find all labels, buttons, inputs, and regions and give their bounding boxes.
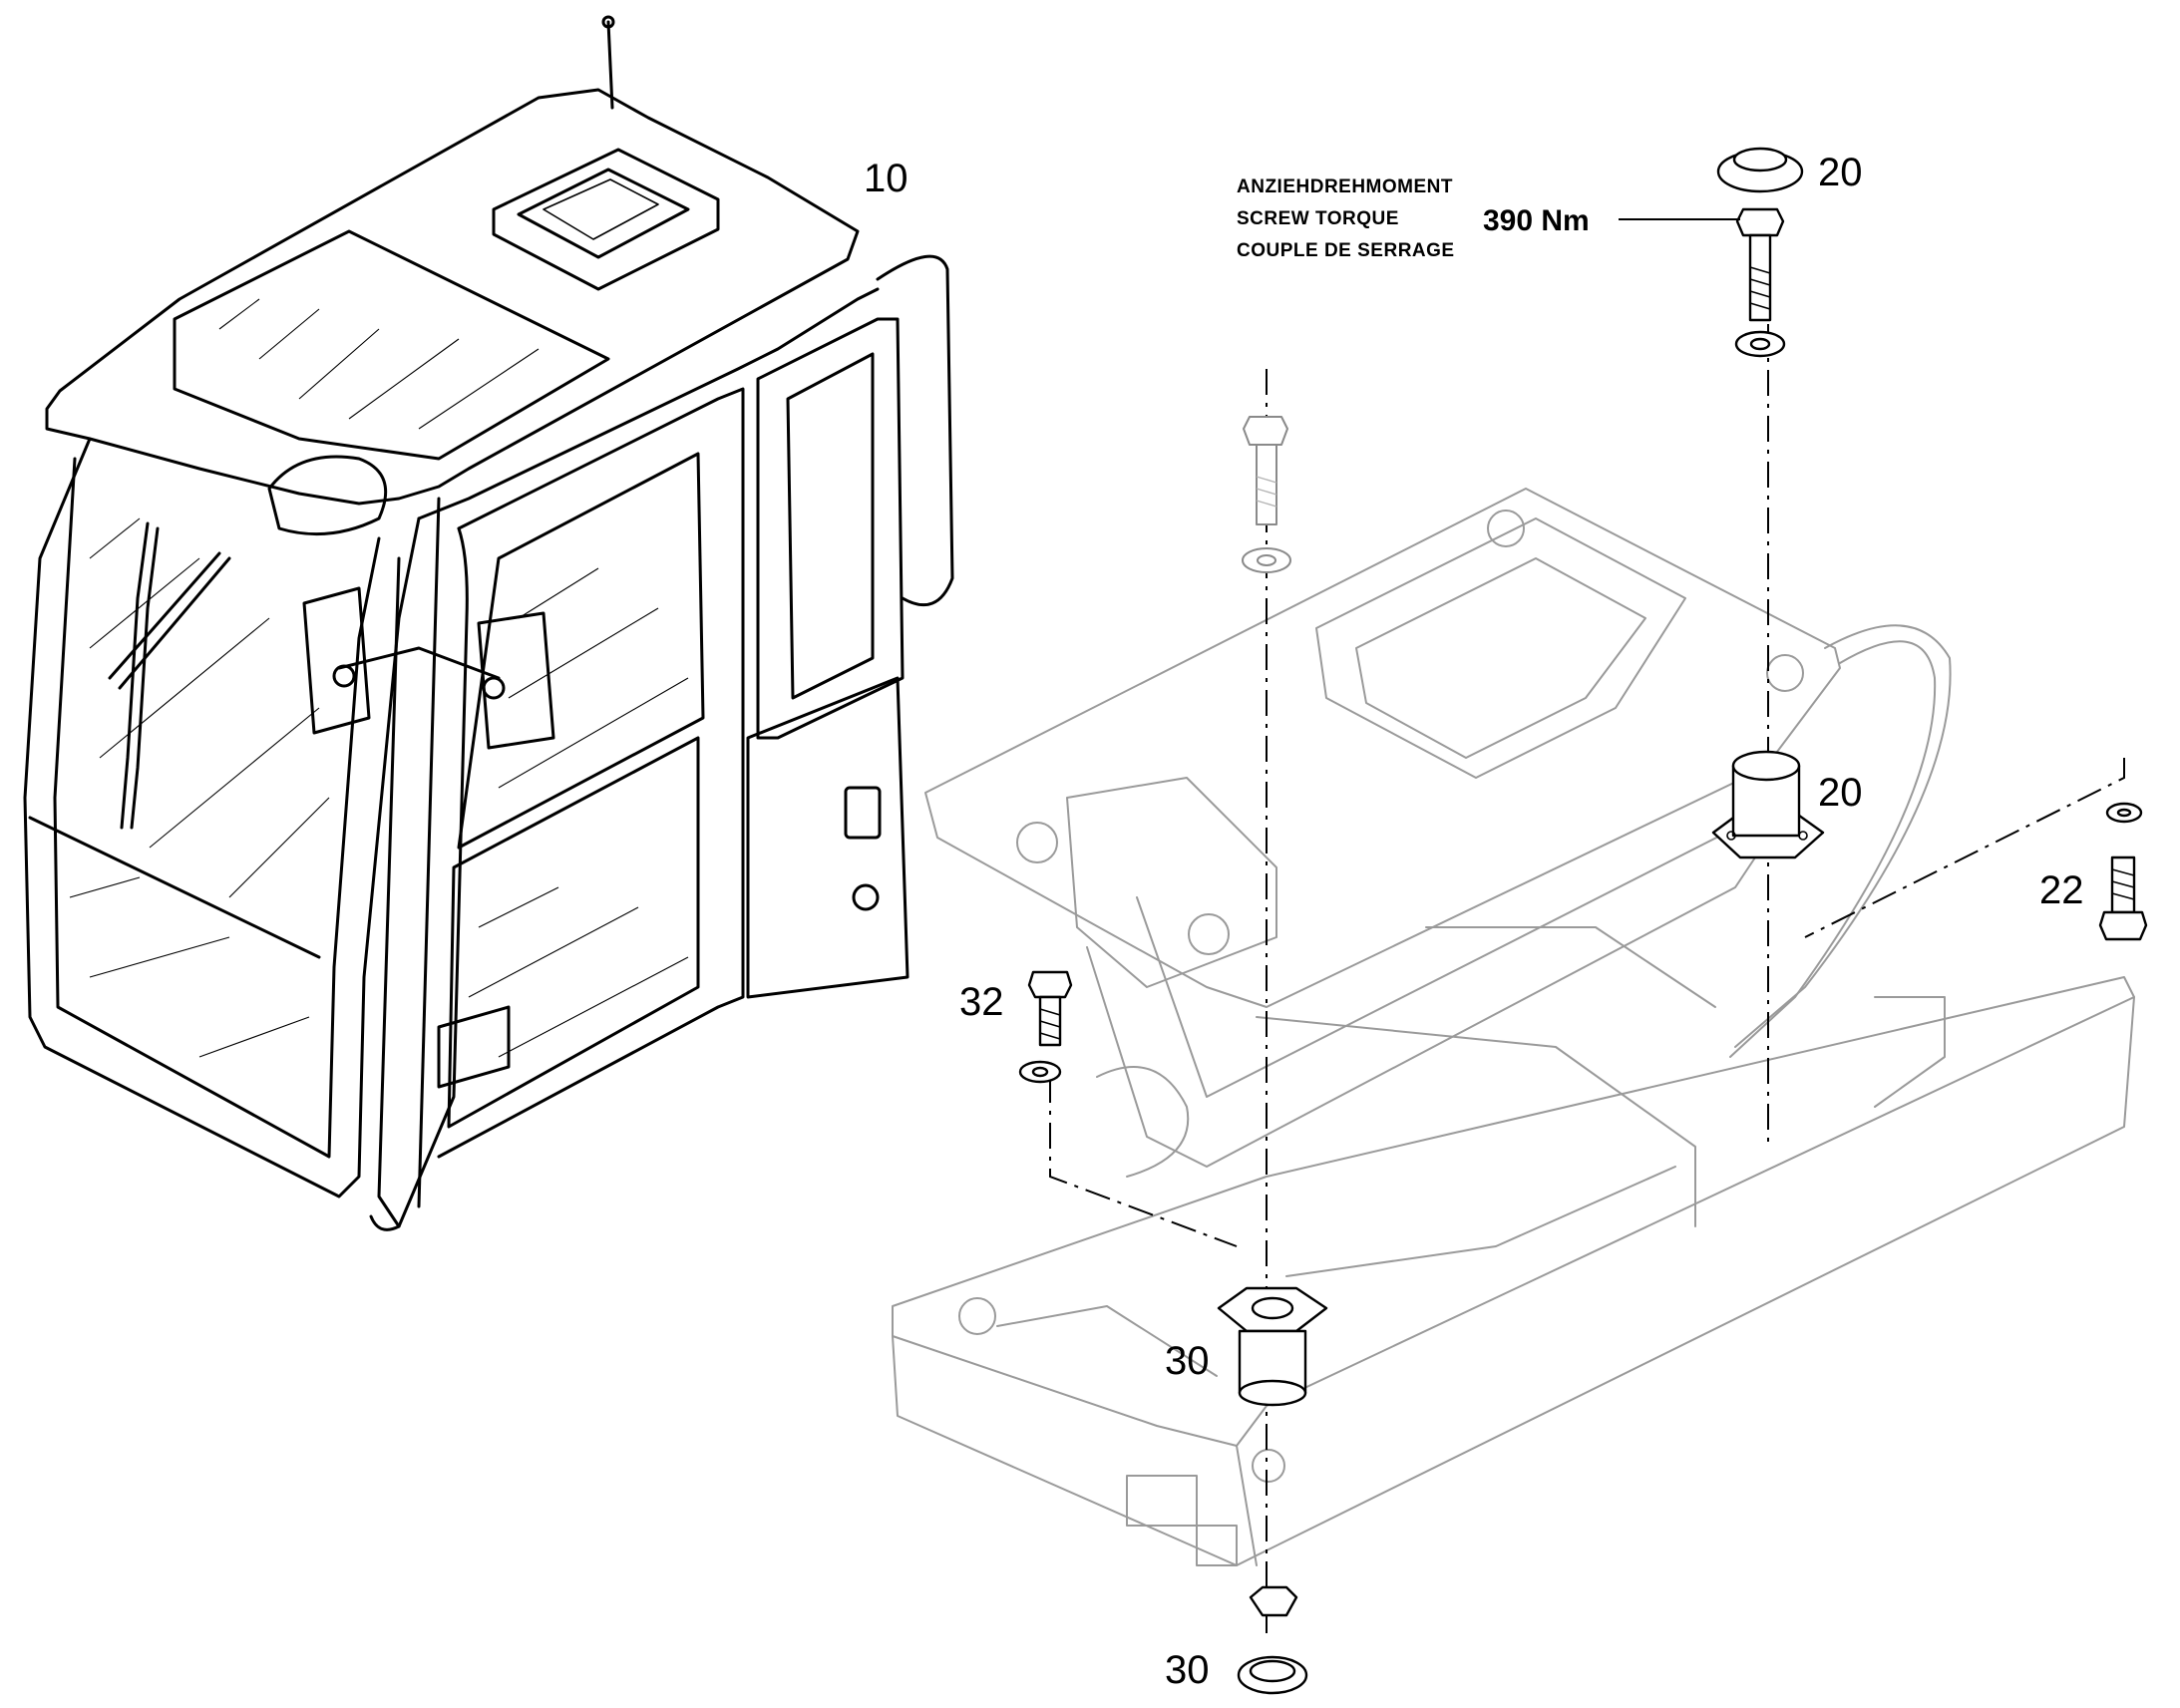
upper-frame xyxy=(892,488,2135,1566)
mount-upper xyxy=(1711,750,1825,859)
callout-20-mount: 20 xyxy=(1818,771,1863,815)
cap-bottom xyxy=(1237,1655,1308,1695)
torque-label-en: SCREW TORQUE xyxy=(1237,208,1399,229)
bolt-washer-right xyxy=(2098,802,2148,941)
callout-22: 22 xyxy=(2039,868,2084,912)
callout-10: 10 xyxy=(864,157,908,200)
callout-32: 32 xyxy=(959,980,1004,1024)
torque-value: 390 Nm xyxy=(1483,204,1590,237)
callout-30-mount: 30 xyxy=(1165,1339,1210,1383)
mount-lower xyxy=(1217,1286,1328,1407)
cap-top xyxy=(1716,147,1804,193)
bolt-top xyxy=(1734,207,1786,358)
nut-bottom xyxy=(1249,1585,1298,1617)
operator-cab xyxy=(23,15,954,1231)
bolt-washer-left xyxy=(1018,970,1073,1084)
assembly-centerlines xyxy=(1049,324,2125,1640)
torque-label-fr: COUPLE DE SERRAGE xyxy=(1237,240,1455,261)
callout-20-cap: 20 xyxy=(1818,151,1863,194)
callout-30-cap: 30 xyxy=(1165,1648,1210,1692)
bolt-floor xyxy=(1242,416,1291,573)
torque-label-de: ANZIEHDREHMOMENT xyxy=(1237,176,1453,197)
